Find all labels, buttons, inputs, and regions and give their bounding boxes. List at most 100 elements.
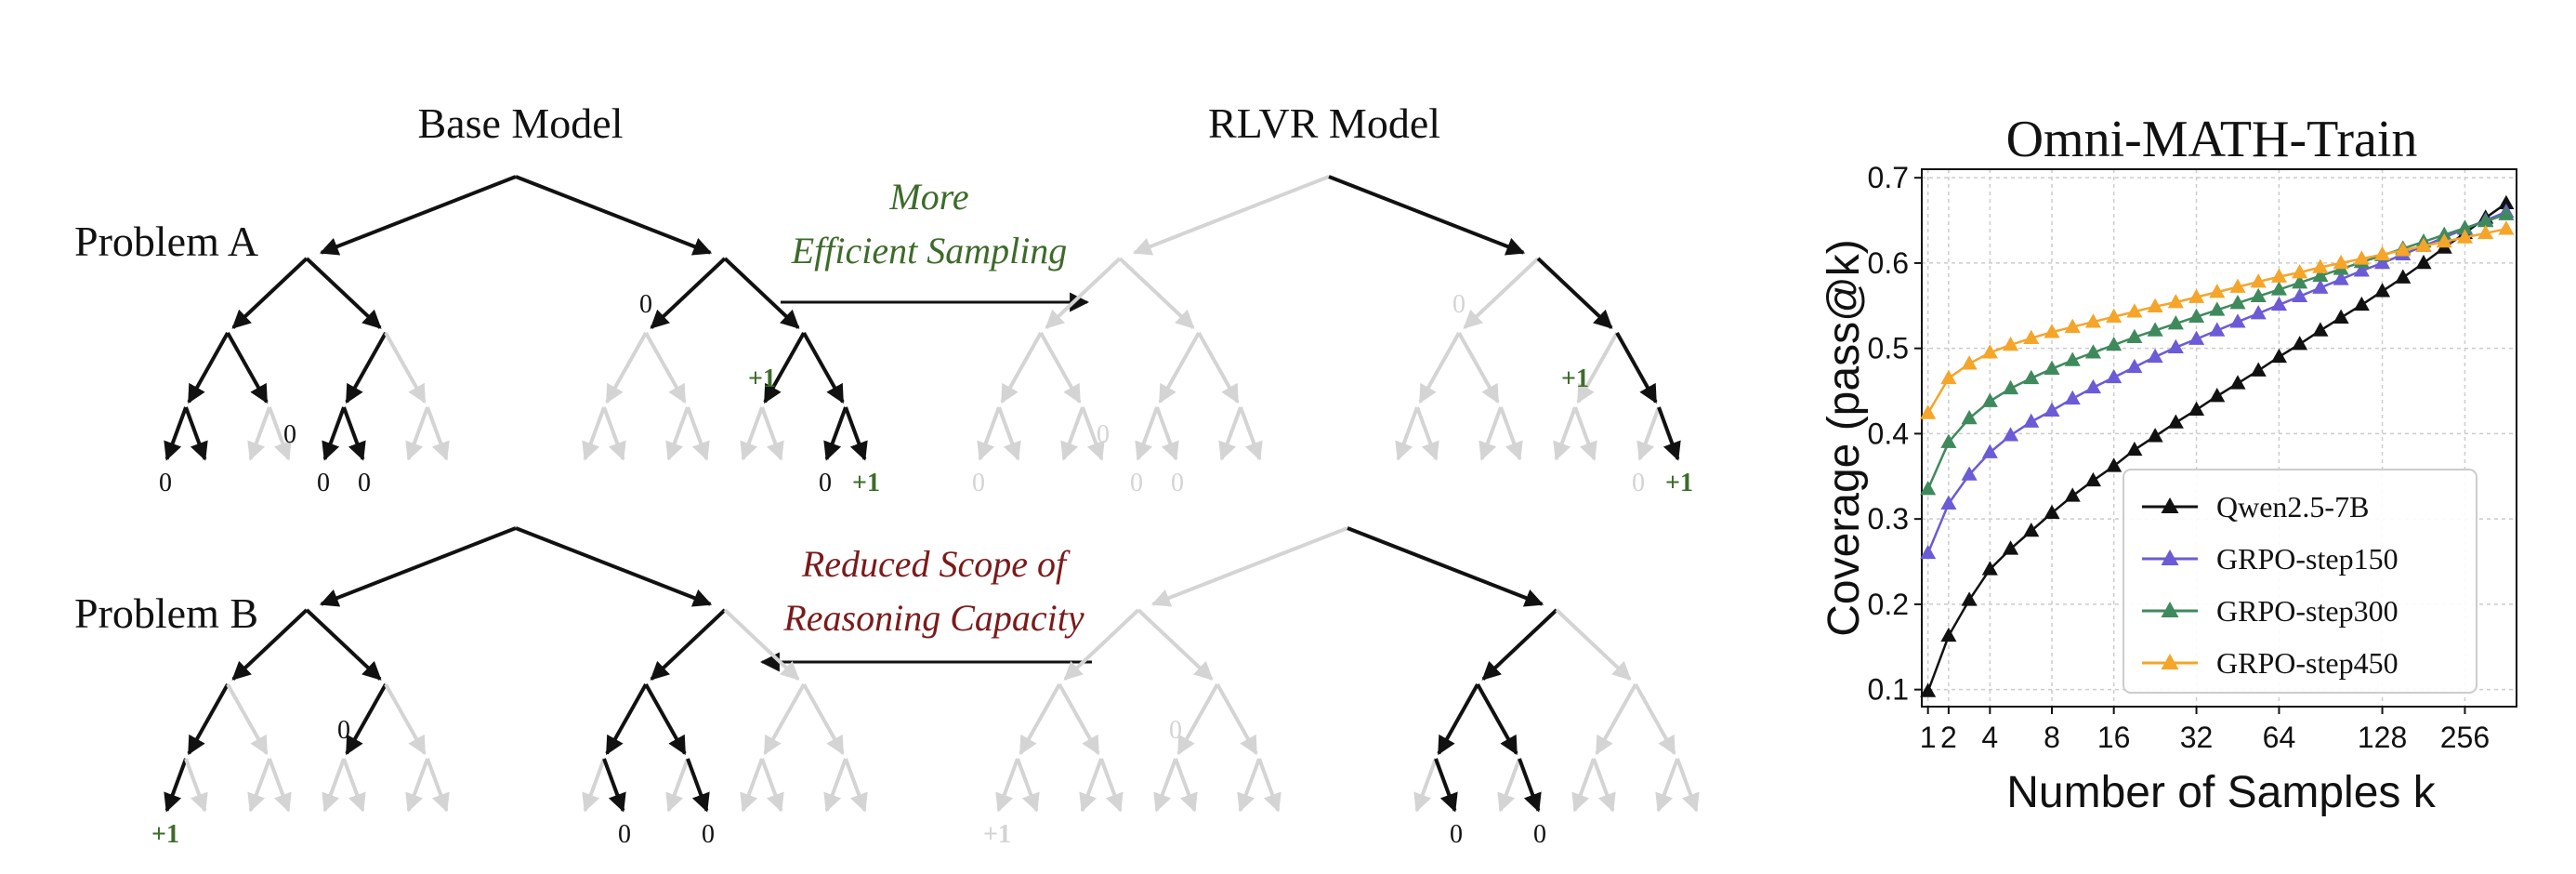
data-point [1981,392,1998,407]
data-point [2003,379,2019,395]
tree-edge [602,406,626,461]
data-point [2498,220,2515,235]
series-line [1926,213,2507,490]
data-point [2106,368,2123,384]
tree-edge [740,758,764,813]
reward-zero-label: 0 [1452,290,1465,319]
reward-zero-label: 0 [1130,469,1143,497]
x-tick-label: 8 [2044,721,2060,754]
data-point [2292,336,2308,351]
reward-zero-label: 0 [618,820,631,849]
tree-edge [1132,175,1330,256]
tree-edge [723,608,800,681]
tree-edge [322,406,346,461]
legend-entry: GRPO-step450 [2216,646,2399,680]
legend-marker [2161,602,2179,617]
arrow-top-text-2: Efficient Sampling [791,230,1068,271]
tree-edge [1499,406,1523,461]
tree-edge [844,406,868,461]
tree-edge [763,332,806,404]
tree-edge [1571,758,1596,813]
tree-edge [1595,683,1637,756]
tree-edge [1592,758,1616,813]
data-point [2456,229,2473,244]
tree-edge [823,758,848,813]
tree-edge [384,332,427,404]
tree-edge [164,406,188,461]
tree-edge [1155,406,1179,461]
tree-edge [1239,406,1263,461]
tree-edge [1058,683,1100,756]
chart-series [1920,194,2515,697]
tree-edge [515,175,713,256]
tree-edge [602,758,626,813]
tree-edge [247,758,271,813]
legend-marker [2161,550,2179,565]
data-point [2044,504,2060,520]
tree-edge [977,406,1001,461]
x-tick-label: 2 [1940,721,1957,754]
problem-b-label: Problem B [74,589,258,637]
data-point [1920,404,1937,419]
data-point [2292,264,2308,279]
tree-edge [1237,758,1261,813]
reward-zero-label: 0 [283,420,296,449]
tree-edge [247,406,271,461]
tree-edge [184,406,208,461]
tree-edge [231,257,309,329]
reward-positive-label: +1 [151,820,179,849]
data-point [1961,409,1978,425]
data-point [2312,322,2329,337]
tree-edge [1045,257,1122,329]
y-tick-label: 0.5 [1868,332,1909,365]
data-point [2477,224,2494,240]
data-point [2126,328,2143,344]
data-point [1940,369,1957,385]
legend-marker [2161,497,2179,513]
legend-entry: GRPO-step300 [2216,594,2399,628]
data-point [2353,296,2370,311]
data-point [2333,271,2349,285]
data-point [1961,591,1978,606]
arrow-bottom-text-2: Reasoning Capacity [782,597,1084,639]
tree-edge [1655,758,1679,813]
data-point [2312,279,2329,294]
tree-edge [1676,758,1700,813]
reward-zero-label: 0 [337,716,350,745]
data-point [2415,237,2432,252]
data-point [2003,540,2019,555]
tree-edge [1174,758,1198,813]
data-point [1920,682,1937,697]
tree-edge [1536,257,1613,329]
x-tick-label: 4 [1981,721,1998,754]
tree-edge [1118,257,1195,329]
data-point [2312,258,2329,273]
data-point [2333,254,2349,270]
data-point [1981,444,1998,458]
data-point [2250,305,2267,320]
tree-edge [1657,406,1681,461]
tree-edge [1060,406,1084,461]
data-point [2147,298,2163,313]
tree-edge [164,758,188,813]
data-point [2270,296,2287,311]
tree-edge [1216,683,1258,756]
reward-positive-label: +1 [983,820,1011,849]
tree-edge [319,175,517,256]
data-point [2250,287,2267,303]
data-point [2023,523,2040,537]
data-point [2147,348,2163,364]
data-point [2292,274,2308,289]
tree-edge [1158,332,1201,404]
arrow-top-text-1: More [888,176,968,218]
data-point [2209,301,2226,316]
tree-edge [1395,406,1419,461]
data-point [2270,268,2287,283]
tree-edge [187,683,230,756]
series-GRPO-step450 [1920,220,2515,419]
tree-edge [1553,406,1577,461]
